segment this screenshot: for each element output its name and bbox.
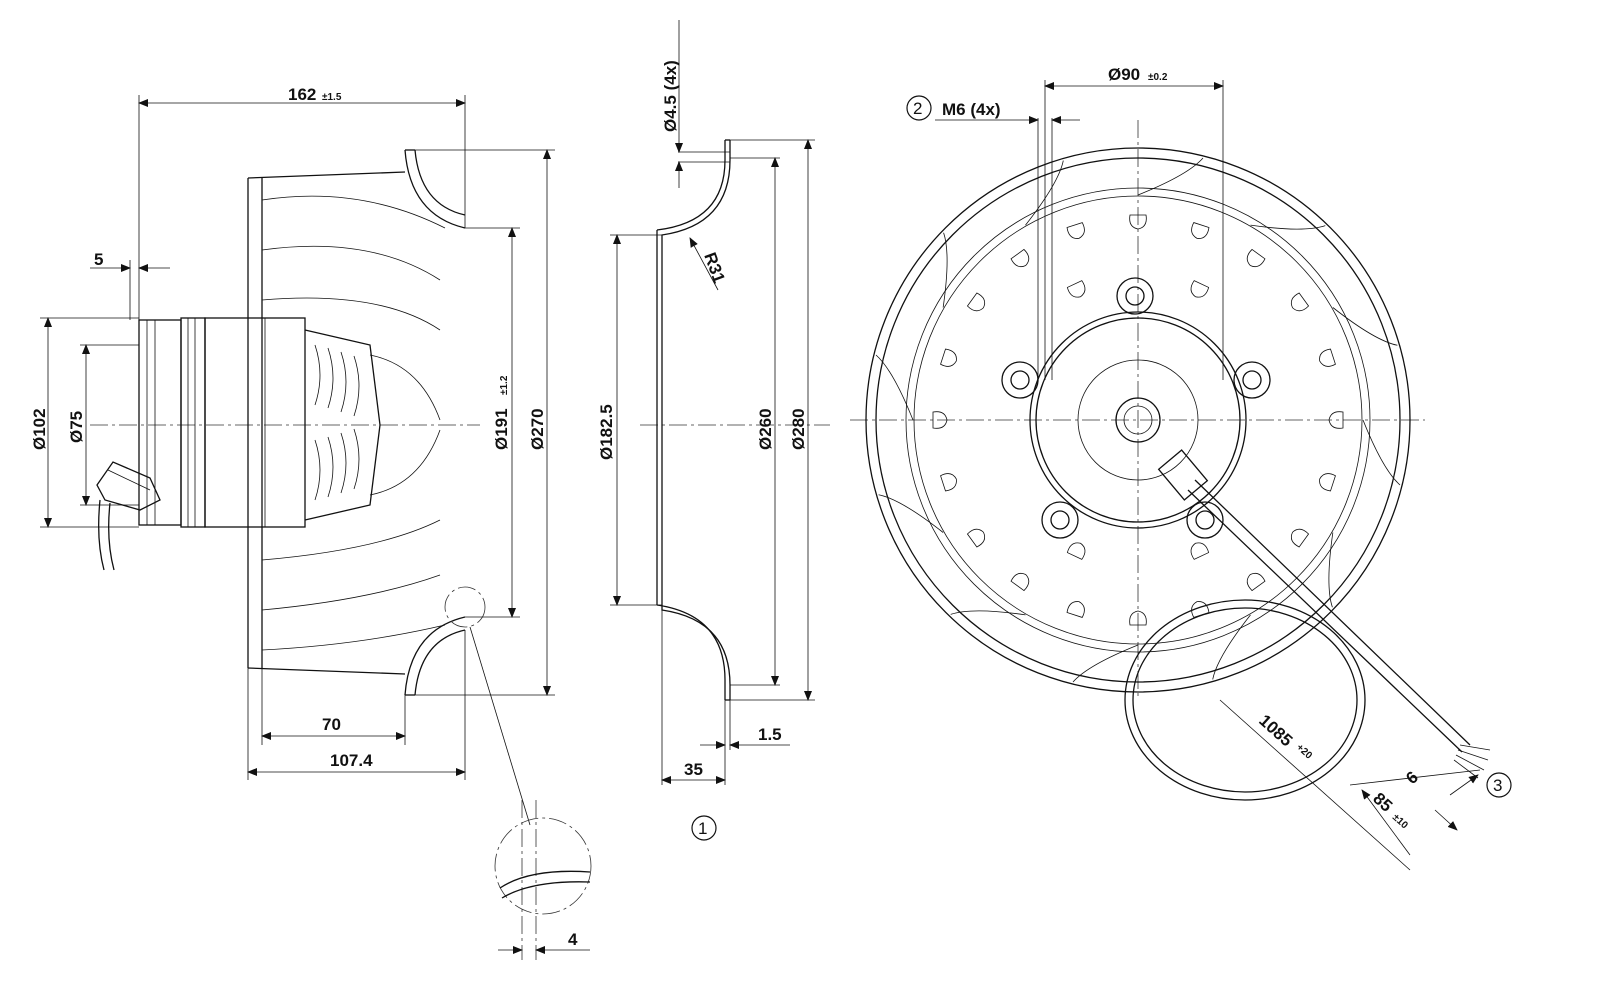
dim-d270: Ø270 <box>528 408 547 450</box>
callout-2: 2 <box>913 99 922 118</box>
dim-d260: Ø260 <box>756 408 775 450</box>
inlet-ring-view: Ø4.5 (4x) R31 Ø182.5 Ø260 Ø280 1.5 35 1 <box>597 20 830 841</box>
dim-cable-length: 1085 <box>1255 711 1296 750</box>
callout-1-circle <box>691 815 717 841</box>
dim-offset-5: 5 <box>94 250 103 269</box>
dim-d102: Ø102 <box>30 408 49 450</box>
dim-radius-r31: R31 <box>700 250 729 286</box>
dim-d280: Ø280 <box>789 408 808 450</box>
dim-bolt-circle-tol: ±0.2 <box>1148 72 1168 83</box>
dim-d182: Ø182.5 <box>597 404 616 460</box>
dim-wire-end: 6 <box>1402 767 1421 788</box>
dim-thickness: 1.5 <box>758 725 782 744</box>
dim-strip-length: 85 <box>1369 789 1396 816</box>
callout-2-circle <box>906 95 932 121</box>
dim-bolt-circle: Ø90 <box>1108 65 1140 84</box>
dim-thread-m6: M6 (4x) <box>942 100 1001 119</box>
dim-overall-length: 162 <box>288 85 316 104</box>
dim-len-107: 107.4 <box>330 751 373 770</box>
dim-len-70: 70 <box>322 715 341 734</box>
dim-hole-4x: Ø4.5 (4x) <box>661 60 680 132</box>
callout-3-circle <box>1486 772 1512 798</box>
detail-view: 4 <box>494 800 592 960</box>
front-view: Ø90 ±0.2 2 M6 (4x) 1085 +20 85 ±10 6 3 <box>850 65 1512 871</box>
dim-d75: Ø75 <box>67 411 86 443</box>
dim-depth-35: 35 <box>684 760 703 779</box>
dim-d191: Ø191 <box>492 408 511 450</box>
callout-1: 1 <box>698 819 707 838</box>
dim-cable-length-tol: +20 <box>1294 742 1314 762</box>
dim-overall-length-tol: ±1.5 <box>322 92 342 103</box>
dim-detail-4: 4 <box>568 930 578 949</box>
side-view: 162 ±1.5 5 Ø102 Ø75 Ø191 ±1.2 Ø270 70 10… <box>30 85 555 826</box>
dim-strip-length-tol: ±10 <box>1390 812 1410 832</box>
callout-3: 3 <box>1493 776 1502 795</box>
dim-d191-tol: ±1.2 <box>499 375 510 395</box>
